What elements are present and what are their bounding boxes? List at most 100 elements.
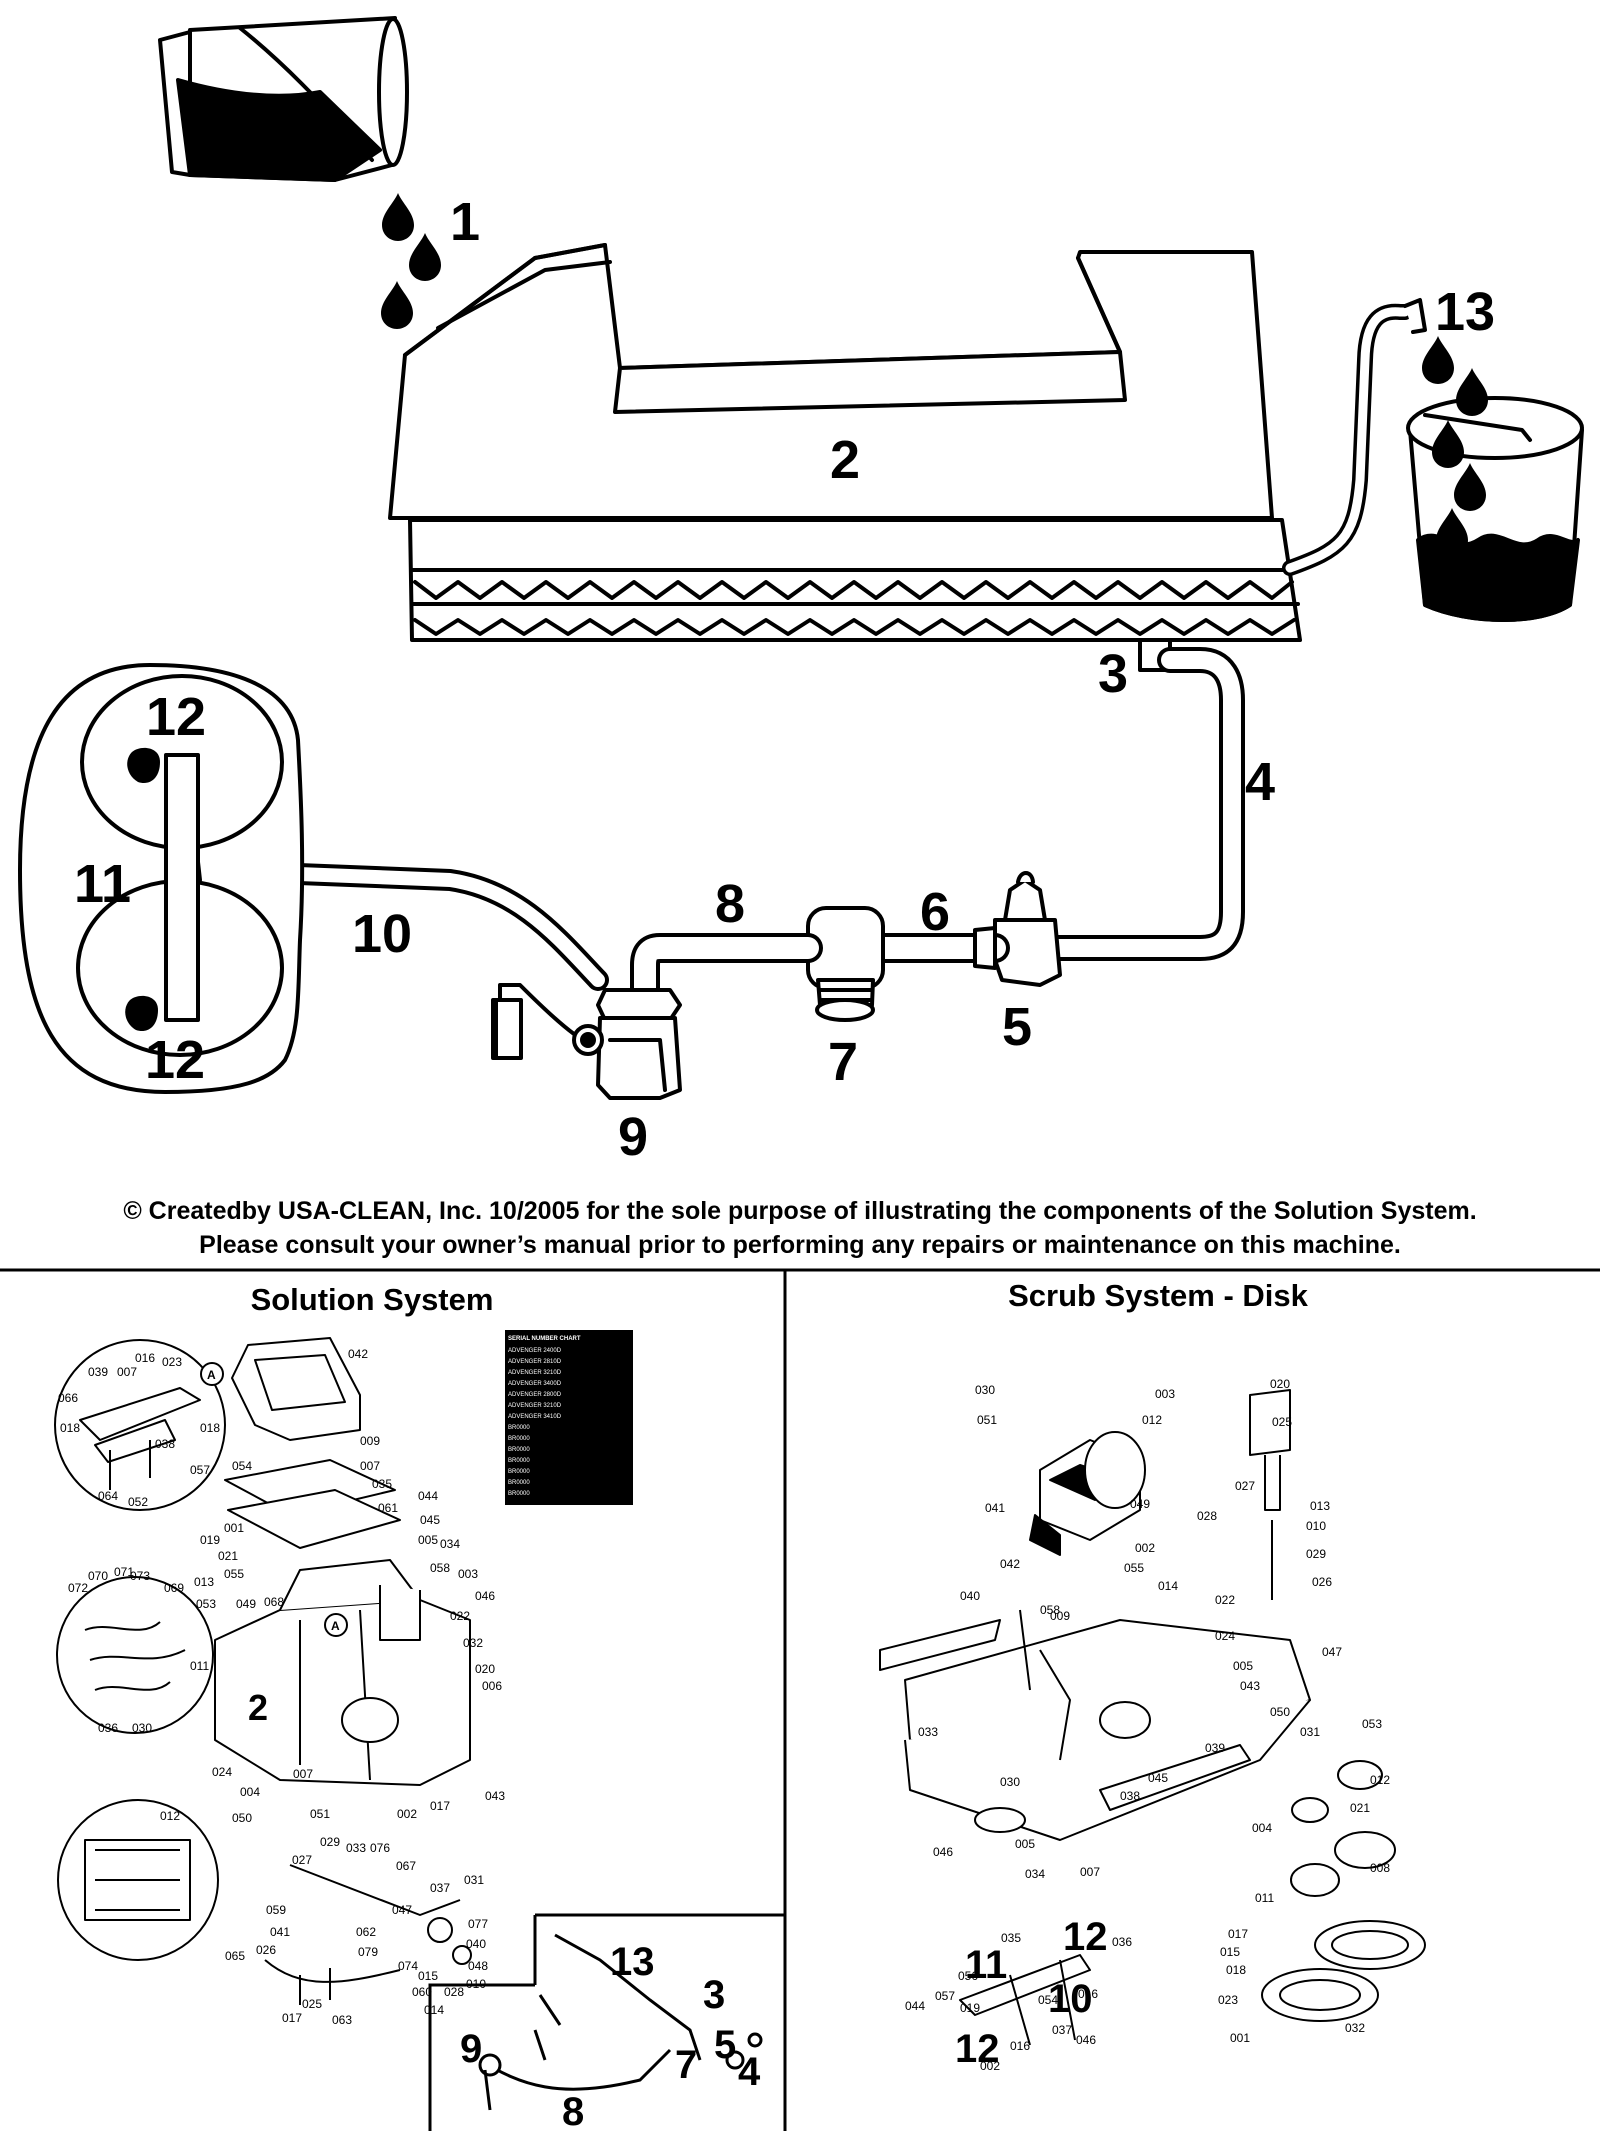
solution-part-64: 010: [466, 1977, 486, 1991]
solution-part-18: 021: [218, 1549, 238, 1563]
recovery-strip: [408, 518, 1302, 642]
callout-5: 5: [1002, 997, 1032, 1057]
solution-part-4: 007: [117, 1365, 137, 1379]
solution-exploded-view: [54, 1337, 472, 2005]
solution-part-37: 013: [194, 1575, 214, 1589]
scrub-part-54: 057: [935, 1989, 955, 2003]
solution-part-5: 066: [58, 1391, 78, 1405]
solution-part-66: 014: [424, 2003, 444, 2017]
overflow-hose: [1282, 298, 1427, 576]
scrub-part-39: 005: [1015, 1837, 1035, 1851]
solution-inset-callouts: 13 3 9 7 5 4 8: [460, 1940, 761, 2131]
inset-callout-9: 9: [460, 2027, 482, 2071]
scrub-part-51: 056: [958, 1969, 978, 1983]
callout-11: 11: [74, 854, 131, 914]
flow-diagram: [18, 16, 1584, 1100]
scrub-part-2: 051: [977, 1413, 997, 1427]
serial-chart-row-4: ADVENGER 2800D: [508, 1392, 562, 1398]
scrub-system-title: Scrub System - Disk: [1008, 1278, 1309, 1313]
scrub-part-5: 025: [1272, 1415, 1292, 1429]
solution-part-32: 070: [88, 1569, 108, 1583]
serial-chart-row-11: BR0000: [508, 1469, 530, 1475]
solution-part-30: 020: [475, 1662, 495, 1676]
solution-part-33: 071: [114, 1565, 134, 1579]
scrub-part-1: 003: [1155, 1387, 1175, 1401]
inset-callout-8: 8: [562, 2090, 584, 2131]
callout-8: 8: [715, 874, 745, 934]
scrub-part-18: 022: [1215, 1593, 1235, 1607]
serial-number-chart: SERIAL NUMBER CHART: [505, 1330, 633, 1505]
solution-part-17: 019: [200, 1533, 220, 1547]
solution-part-51: 012: [160, 1809, 180, 1823]
panel-frames: [0, 1268, 1600, 2131]
scrub-part-50: 036: [1112, 1935, 1132, 1949]
detail-marker-a-1-label: A: [207, 1368, 216, 1382]
scrub-part-58: 046: [1076, 2033, 1096, 2047]
solution-part-63: 048: [468, 1959, 488, 1973]
scrub-part-57: 037: [1052, 2023, 1072, 2037]
solution-part-53: 029: [320, 1835, 340, 1849]
scrub-part-23: 047: [1322, 1645, 1342, 1659]
scrub-part-55: 019: [960, 2001, 980, 2015]
solution-part-26: 003: [458, 1567, 478, 1581]
scrub-part-60: 002: [980, 2059, 1000, 2073]
scrub-part-13: 026: [1312, 1575, 1332, 1589]
solution-part-0: 042: [348, 1347, 368, 1361]
scrub-part-29: 039: [1205, 1741, 1225, 1755]
scrub-part-3: 012: [1142, 1413, 1162, 1427]
scrub-part-41: 007: [1080, 1865, 1100, 1879]
solution-part-75: 065: [225, 1949, 245, 1963]
inset-callout-3: 3: [703, 1973, 725, 2017]
callout-12-bottom: 12: [145, 1030, 205, 1090]
scrub-part-43: 017: [1228, 1927, 1248, 1941]
callout-10: 10: [352, 904, 412, 964]
solution-part-35: 069: [164, 1581, 184, 1595]
serial-chart-row-12: BR0000: [508, 1480, 530, 1486]
callout-12-top: 12: [146, 687, 206, 747]
solution-system-title: Solution System: [251, 1282, 494, 1317]
inline-filter: [806, 906, 885, 1022]
solution-part-2: 023: [162, 1355, 182, 1369]
solution-part-9: 057: [190, 1463, 210, 1477]
solution-part-43: 030: [132, 1721, 152, 1735]
supply-hose: [1042, 647, 1245, 961]
scrub-part-56: 054: [1038, 1993, 1058, 2007]
detail-marker-a-2-label: A: [331, 1619, 340, 1633]
scrub-part-11: 010: [1306, 1519, 1326, 1533]
solution-part-8: 038: [155, 1437, 175, 1451]
scrub-part-19: 040: [960, 1589, 980, 1603]
solution-part-10: 064: [98, 1489, 118, 1503]
scrub-part-53: 044: [905, 1999, 925, 2013]
detail-marker-a-2: A: [324, 1613, 348, 1637]
scrub-part-37: 008: [1370, 1861, 1390, 1875]
solution-part-28: 022: [450, 1609, 470, 1623]
shutoff-valve: [993, 871, 1062, 987]
solution-part-58: 037: [430, 1881, 450, 1895]
scrub-part-44: 015: [1220, 1945, 1240, 1959]
scrub-part-8: 002: [1135, 1541, 1155, 1555]
callout-13: 13: [1435, 282, 1495, 342]
scrub-part-17: 014: [1158, 1579, 1178, 1593]
solution-part-40: 068: [264, 1595, 284, 1609]
solution-part-39: 049: [236, 1597, 256, 1611]
scrub-part-27: 050: [1270, 1705, 1290, 1719]
solution-inset: [478, 1933, 763, 2111]
solution-part-77: 017: [282, 2011, 302, 2025]
scrub-part-7: 049: [1130, 1497, 1150, 1511]
scrub-part-38: 046: [933, 1845, 953, 1859]
solution-part-36: 072: [68, 1581, 88, 1595]
solution-part-46: 007: [293, 1767, 313, 1781]
scrub-callout-10: 10: [1048, 1977, 1093, 2021]
pipe-6: [868, 926, 1010, 970]
solution-part-14: 054: [232, 1459, 252, 1473]
scrub-part-16: 055: [1124, 1561, 1144, 1575]
scrub-part-22: 024: [1215, 1629, 1235, 1643]
solution-part-71: 079: [358, 1945, 378, 1959]
solution-part-27: 046: [475, 1589, 495, 1603]
solution-part-42: 036: [98, 1721, 118, 1735]
scrub-part-14: 028: [1197, 1509, 1217, 1523]
